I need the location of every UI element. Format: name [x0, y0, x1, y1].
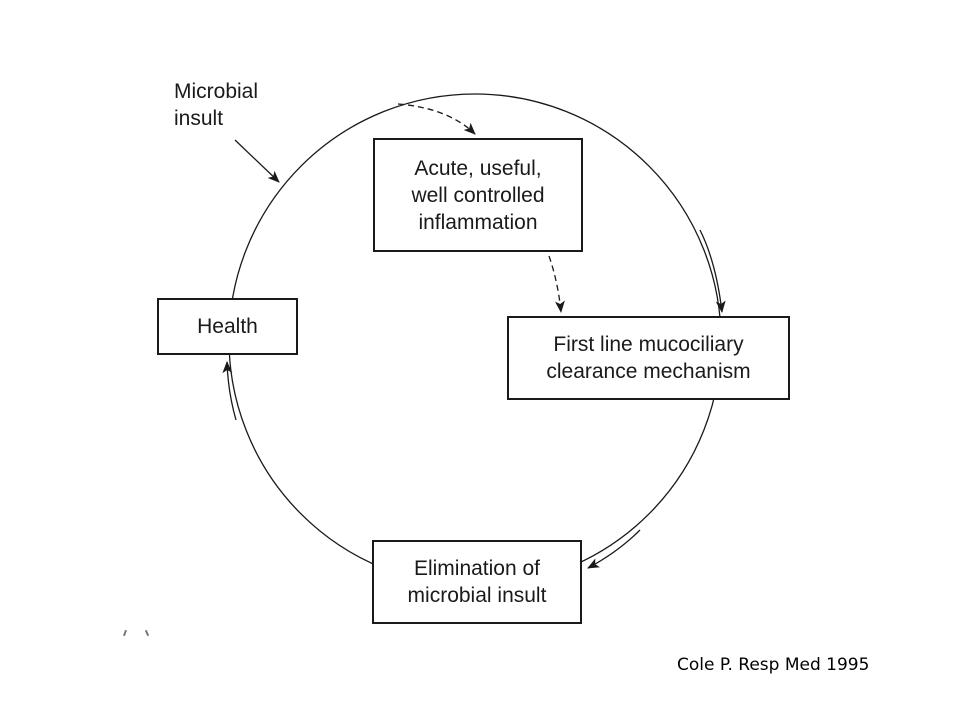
microbial-insult-label: Microbial insult — [174, 78, 258, 132]
ring-arrow-to-health — [222, 361, 237, 421]
mucociliary-line-1: First line mucociliary — [553, 333, 744, 356]
health-label: Health — [197, 315, 258, 338]
ring-arrow-to-elimination — [587, 529, 641, 569]
health-box: Health — [157, 298, 298, 355]
mucociliary-box: First line mucociliary clearance mechani… — [507, 316, 790, 400]
dashed-arrow-to-mucociliary — [548, 255, 565, 313]
microbial-insult-line-2: insult — [174, 107, 224, 130]
microbial-insult-line-1: Microbial — [174, 80, 259, 103]
insult-arrow — [234, 139, 280, 183]
inflammation-line-2: well controlled — [411, 183, 545, 207]
inflammation-line-3: inflammation — [418, 210, 538, 234]
elimination-line-1: Elimination of — [413, 557, 541, 580]
elimination-box: Elimination of microbial insult — [372, 540, 582, 624]
inflammation-line-1: Acute, useful, — [414, 156, 542, 180]
dashed-arrow-to-inflammation — [397, 103, 476, 135]
citation: Cole P. Resp Med 1995 — [677, 655, 870, 675]
ring-arrow-to-mucociliary — [699, 229, 726, 313]
inflammation-box: Acute, useful, well controlled inflammat… — [373, 138, 583, 252]
elimination-line-2: microbial insult — [407, 584, 547, 607]
mucociliary-line-2: clearance mechanism — [546, 360, 751, 383]
